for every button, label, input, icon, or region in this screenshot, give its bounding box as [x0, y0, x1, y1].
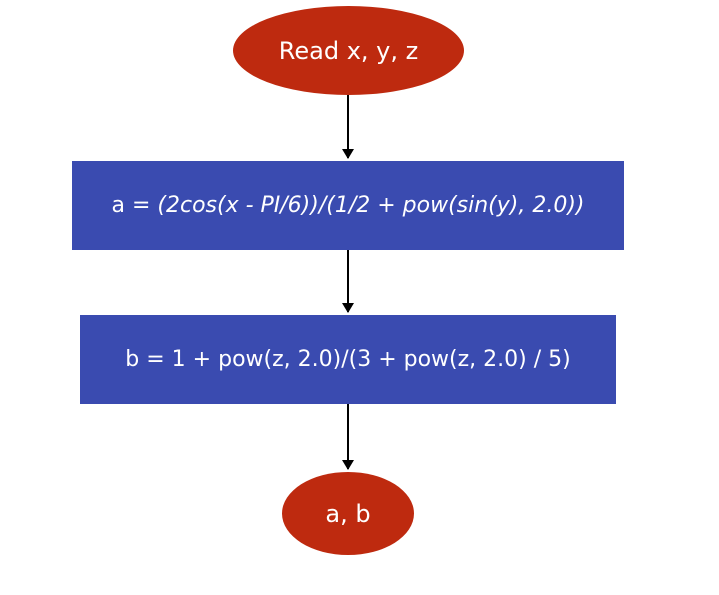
process-step-a-label-prefix: a = — [111, 193, 158, 218]
end-node: a, b — [282, 472, 414, 555]
end-node-label: a, b — [325, 499, 371, 528]
start-node-label: Read x, y, z — [278, 36, 419, 65]
process-step-a: a = (2cos(x - PI/6))/(1/2 + pow(sin(y), … — [72, 161, 624, 250]
process-step-a-label-expression: (2cos(x - PI/6))/(1/2 + pow(sin(y), 2.0)… — [157, 193, 585, 218]
process-step-b: b = 1 + pow(z, 2.0)/(3 + pow(z, 2.0) / 5… — [80, 315, 616, 404]
process-step-b-label: b = 1 + pow(z, 2.0)/(3 + pow(z, 2.0) / 5… — [125, 347, 571, 372]
start-node: Read x, y, z — [233, 6, 464, 95]
